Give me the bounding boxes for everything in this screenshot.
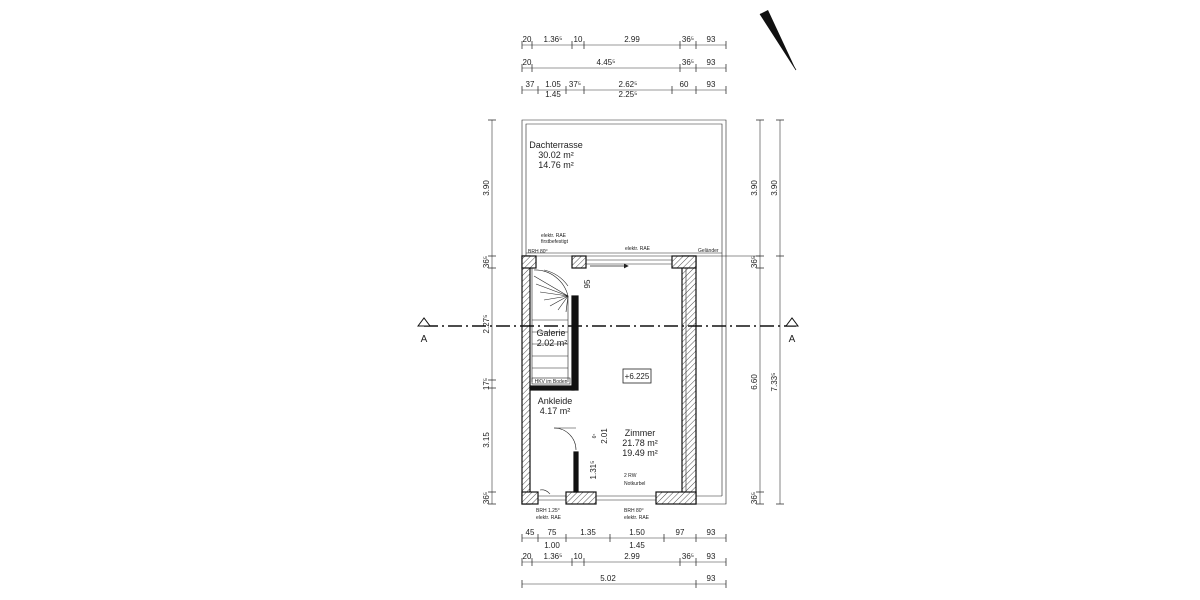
dim-right-d: 36⁵	[750, 492, 759, 504]
zimmer-area-1: 21.78 m²	[622, 438, 658, 448]
terrace-area-1: 30.02 m²	[538, 150, 574, 160]
dim-left-f: 36⁵	[482, 492, 491, 504]
terrace-area-2: 14.76 m²	[538, 160, 574, 170]
dim-right-b: 36⁵	[750, 256, 759, 268]
dim-bottom-3-c: 10	[574, 552, 583, 561]
dim-bottom-4-a: 5.02	[600, 574, 616, 583]
dim-bottom-3-a: 20	[523, 552, 532, 561]
zimmer-name: Zimmer	[625, 428, 656, 438]
dim-bottom-1-c: 1.35	[580, 528, 596, 537]
zimmer-room: Zimmer 21.78 m² 19.49 m² +6.225	[622, 368, 658, 458]
anno-elektr-rae-3: elektr. RAE	[536, 515, 562, 521]
dim-left-c: 2.27⁵	[482, 315, 491, 334]
dim-top-4-b: 2.25⁵	[619, 90, 638, 99]
anno-2-01: 2.01	[600, 428, 609, 444]
level-box	[622, 368, 652, 384]
dim-left-d: 17⁵	[482, 378, 491, 390]
section-label-left: A	[421, 334, 428, 345]
dim-left-a: 3.90	[482, 180, 491, 196]
anno-gelaender: Geländer	[698, 248, 719, 254]
dim-bottom-3-e: 36⁵	[682, 552, 694, 561]
galerie-name: Galerie	[536, 328, 565, 338]
anno-elektr-rae-2: elektr. RAE	[625, 246, 651, 252]
anno-6-5: 6⁵	[592, 434, 598, 439]
dim-top-2-d: 93	[707, 58, 716, 67]
anno-door-95: 95	[583, 279, 592, 288]
dim-left-e: 3.15	[482, 432, 491, 448]
dim-bottom-2-b: 1.45	[629, 541, 645, 550]
zimmer-area-2: 19.49 m²	[622, 448, 658, 458]
anno-2-rw: 2 RW	[624, 473, 637, 479]
dim-left-b: 36⁵	[482, 256, 491, 268]
dim-top-1-e: 36⁵	[682, 35, 694, 44]
staircase: HKV im Boden Galerie 2.02 m²	[531, 268, 571, 385]
anno-brh-125: BRH 1.25⁰	[536, 508, 560, 514]
dim-bottom-1-e: 97	[676, 528, 685, 537]
section-line: A A	[417, 317, 799, 345]
dim-top-3-a: 37	[526, 80, 535, 89]
anno-1-31: 1.31⁵	[589, 461, 598, 480]
dim-right-f: 7.33⁵	[770, 373, 779, 392]
dim-top-3-b: 1.05	[545, 80, 561, 89]
dim-right-a: 3.90	[750, 180, 759, 196]
anno-firstbefestigt: firstbefestigt	[541, 239, 569, 245]
dim-top-2-b: 4.45⁵	[597, 58, 616, 67]
terrace: Dachterrasse 30.02 m² 14.76 m²	[521, 119, 760, 505]
right-dimensions: 3.90 36⁵ 6.60 36⁵ 3.90 7.33⁵	[750, 119, 784, 505]
dim-top-4-a: 1.45	[545, 90, 561, 99]
anno-brh-80-bottom: BRH 80⁰	[624, 508, 644, 514]
section-label-right: A	[789, 334, 796, 345]
dim-bottom-1-a: 45	[526, 528, 535, 537]
dim-top-1-d: 2.99	[624, 35, 640, 44]
north-arrow-icon	[759, 10, 797, 71]
dim-top-3-c: 37⁵	[569, 80, 581, 89]
bottom-dimensions: 45 75 1.35 1.50 97 93 1.00 1.45 20 1.36⁵…	[521, 528, 727, 588]
left-dimensions: 3.90 36⁵ 2.27⁵ 17⁵ 3.15 36⁵	[482, 119, 496, 505]
annotations: elektr. RAE firstbefestigt BRH 80⁰ elekt…	[528, 233, 719, 521]
dim-bottom-2-a: 1.00	[544, 541, 560, 550]
dim-top-3-f: 93	[707, 80, 716, 89]
dim-top-1-c: 10	[574, 35, 583, 44]
dim-top-1-b: 1.36⁵	[544, 35, 563, 44]
top-dimensions: 20 1.36⁵ 10 2.99 36⁵ 93 20 4.45⁵ 36⁵ 93 …	[521, 35, 727, 99]
walls	[521, 255, 697, 505]
dim-top-2-c: 36⁵	[682, 58, 694, 67]
dim-bottom-4-b: 93	[707, 574, 716, 583]
section-marker-right-icon	[785, 317, 799, 327]
dim-top-2-a: 20	[523, 58, 532, 67]
terrace-name: Dachterrasse	[529, 140, 583, 150]
dim-bottom-1-d: 1.50	[629, 528, 645, 537]
ankleide-area: 4.17 m²	[540, 406, 571, 416]
dim-bottom-3-d: 2.99	[624, 552, 640, 561]
level-label: +6.225	[625, 372, 650, 381]
hkv-label: HKV im Boden	[535, 379, 568, 385]
dim-bottom-1-f: 93	[707, 528, 716, 537]
ankleide-name: Ankleide	[538, 396, 573, 406]
section-marker-left-icon	[417, 317, 431, 327]
ankleide-room: Ankleide 4.17 m²	[538, 396, 577, 495]
dim-right-c: 6.60	[750, 374, 759, 390]
anno-elektr-rae-4: elektr. RAE	[624, 515, 650, 521]
dim-top-3-e: 60	[680, 80, 689, 89]
anno-notkurbel: Notkurbel	[624, 481, 645, 487]
dim-right-e: 3.90	[770, 180, 779, 196]
dim-bottom-3-f: 93	[707, 552, 716, 561]
anno-elektr-rae-1: elektr. RAE	[541, 233, 567, 239]
anno-brh-80-top: BRH 80⁰	[528, 249, 548, 255]
dim-bottom-1-b: 75	[548, 528, 557, 537]
dim-top-1-a: 20	[523, 35, 532, 44]
dim-top-3-d: 2.62⁵	[619, 80, 638, 89]
galerie-area: 2.02 m²	[537, 338, 568, 348]
dim-bottom-3-b: 1.36⁵	[544, 552, 563, 561]
dim-top-1-f: 93	[707, 35, 716, 44]
